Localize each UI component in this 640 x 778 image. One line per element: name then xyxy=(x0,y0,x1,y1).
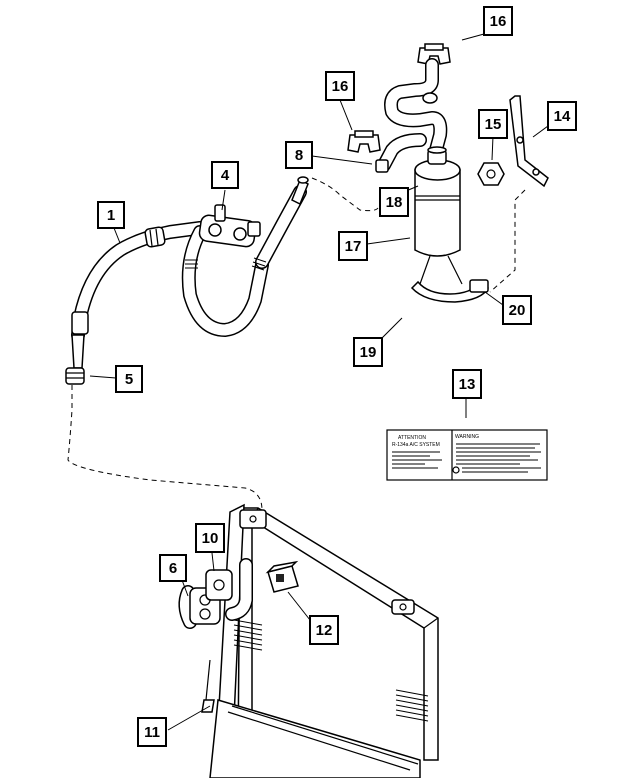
callout-16-upper: 16 xyxy=(483,6,513,36)
callout-10: 10 xyxy=(195,523,225,553)
callout-6: 6 xyxy=(159,554,187,582)
callout-20: 20 xyxy=(502,295,532,325)
routing-dashed-lines xyxy=(67,177,526,511)
condenser-fitting-part-10 xyxy=(205,558,253,621)
callout-8: 8 xyxy=(285,141,313,169)
callout-11-label: 11 xyxy=(144,724,160,741)
callout-14: 14 xyxy=(547,101,577,131)
hose-assembly-part-1 xyxy=(65,221,207,385)
callout-15: 15 xyxy=(478,109,508,139)
callout-13-label: 13 xyxy=(459,376,476,393)
callout-6-label: 6 xyxy=(169,560,177,577)
warning-label-part-13: ATTENTION R-134a A/C SYSTEM WARNING xyxy=(386,429,548,481)
callout-17: 17 xyxy=(338,231,368,261)
warning-label-line1: R-134a A/C SYSTEM xyxy=(392,442,440,448)
callout-12: 12 xyxy=(309,615,339,645)
callout-20-label: 20 xyxy=(509,302,526,319)
leader-lines xyxy=(89,33,549,731)
callout-17-label: 17 xyxy=(345,238,362,255)
drier-bracket-part-19 xyxy=(410,255,489,303)
callout-4: 4 xyxy=(211,161,239,189)
callout-16-lower-label: 16 xyxy=(332,78,349,95)
warning-label-heading: ATTENTION xyxy=(398,435,426,441)
drier-hose xyxy=(375,58,448,173)
callout-19: 19 xyxy=(353,337,383,367)
callout-12-label: 12 xyxy=(316,622,333,639)
callout-14-label: 14 xyxy=(554,108,571,125)
manifold-hose-part-4 xyxy=(181,176,309,337)
callout-11: 11 xyxy=(137,717,167,747)
callout-13: 13 xyxy=(452,369,482,399)
warning-label-right-heading: WARNING xyxy=(455,434,479,440)
clip-nut-part-12 xyxy=(265,560,299,593)
callout-8-label: 8 xyxy=(295,147,303,164)
callout-16-lower: 16 xyxy=(325,71,355,101)
callout-5: 5 xyxy=(115,365,143,393)
callout-19-label: 19 xyxy=(360,344,377,361)
clip-part-16-lower xyxy=(347,130,381,153)
callout-1-label: 1 xyxy=(107,207,115,224)
nut-part-15 xyxy=(477,162,505,186)
clip-part-16-upper xyxy=(417,43,451,65)
callout-5-label: 5 xyxy=(125,371,133,388)
callout-15-label: 15 xyxy=(485,116,502,133)
condenser-part-11 xyxy=(201,503,439,778)
callout-1: 1 xyxy=(97,201,125,229)
receiver-drier-part-17 xyxy=(414,146,461,257)
callout-10-label: 10 xyxy=(202,530,219,547)
callout-16-upper-label: 16 xyxy=(490,13,507,30)
callout-18: 18 xyxy=(379,187,409,217)
mount-bracket-part-14 xyxy=(509,95,549,188)
callout-4-label: 4 xyxy=(221,167,230,184)
callout-18-label: 18 xyxy=(386,194,403,211)
